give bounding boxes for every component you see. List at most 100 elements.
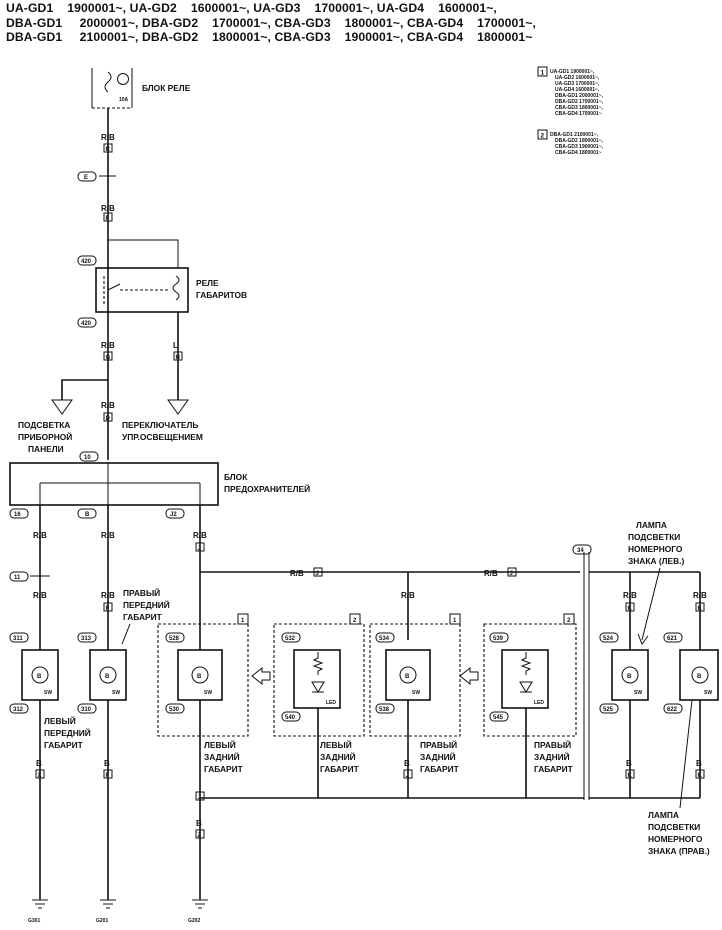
left-rear-led-label-1: ЛЕВЫЙ xyxy=(320,739,352,750)
led-icon xyxy=(519,681,533,693)
lamp-left-rear-sw: 1 528 B SW 530 xyxy=(157,613,249,737)
svg-text:SW: SW xyxy=(112,690,120,696)
connector-tag-420a: 420 xyxy=(81,259,92,265)
lamp-right-front: 313 B SW 310 xyxy=(77,632,127,714)
connector-tag-310: 310 xyxy=(81,707,92,713)
connector-tag-622: 622 xyxy=(667,707,678,713)
dash-light-label-2: ПРИБОРНОЙ xyxy=(18,431,72,442)
arrow-dash-light-icon xyxy=(51,399,73,415)
connector-tag-311: 311 xyxy=(13,636,23,642)
wire-code-5: D xyxy=(106,416,111,422)
note-tag-1-box xyxy=(537,66,548,77)
note-ref-1a: 1 xyxy=(241,618,245,624)
svg-text:B: B xyxy=(627,674,632,680)
left-rear-label-1: ЛЕВЫЙ xyxy=(204,739,236,750)
relay-contact-icon xyxy=(107,276,121,291)
svg-text:LED: LED xyxy=(534,700,544,706)
svg-text:G301: G301 xyxy=(28,918,40,924)
wire-color-b-2: B xyxy=(104,759,110,768)
resistor-icon xyxy=(520,652,532,675)
connector-tag-b: B xyxy=(85,512,90,518)
wire-color-rb-2: R/B xyxy=(101,204,115,213)
wire-code-3: G xyxy=(106,355,111,361)
ground-g201: G201 xyxy=(96,899,116,924)
fuse-block-body xyxy=(9,462,219,506)
fuse-symbol xyxy=(117,73,129,85)
led-icon xyxy=(311,681,325,693)
note2-line-0: DBA-GD1 2100001~, xyxy=(550,132,599,138)
connector-tag-11: 11 xyxy=(14,575,21,581)
side-relay-label-2: ГАБАРИТОВ xyxy=(196,290,247,300)
wire-code-9: F xyxy=(106,606,110,612)
ground-return-wire xyxy=(200,700,584,799)
bulb-icon xyxy=(191,666,209,684)
ground-icon xyxy=(100,899,116,909)
plate-left-label-1: ЛАМПА xyxy=(636,520,667,530)
note1-line-1: UA-GD2 1600001~, xyxy=(555,75,600,81)
side-light-relay: 420 420 РЕЛЕ ГАБАРИТОВ xyxy=(77,239,247,400)
note-tag-1: 1 xyxy=(541,70,545,77)
connector-tag-34: 34 xyxy=(577,548,584,554)
lamp-plate-right: 621 B SW 622 xyxy=(663,632,719,714)
plate-left-label-2: ПОДСВЕТКИ xyxy=(628,532,680,542)
fuse-block-label-2: ПРЕДОХРАНИТЕЛЕЙ xyxy=(224,483,310,494)
alternative-arrow-icon-2 xyxy=(459,666,479,686)
plate-left-label-4: ЗНАКА (ЛЕВ.) xyxy=(628,556,684,566)
ground-icon xyxy=(32,899,48,909)
connector-tag-621: 621 xyxy=(667,636,678,642)
svg-text:B: B xyxy=(405,674,410,680)
svg-text:G202: G202 xyxy=(188,918,200,924)
connector-tag-524: 524 xyxy=(603,636,614,642)
ground-icon xyxy=(192,899,208,909)
wire-code-17: J xyxy=(198,795,201,801)
wire-code-2: F xyxy=(106,216,110,222)
left-front-label-3: ГАБАРИТ xyxy=(44,740,84,750)
right-rear-led-label-2: ЗАДНИЙ xyxy=(534,751,570,762)
dash-light-label-3: ПАНЕЛИ xyxy=(28,444,64,454)
note2-line-3: CBA-GD4 1800001~ xyxy=(555,150,602,156)
wire-color-rb-6: R/B xyxy=(101,531,115,540)
bulb-icon xyxy=(99,666,117,684)
svg-text:E: E xyxy=(84,175,88,181)
connector-tag-420b: 420 xyxy=(81,321,92,327)
wire-color-rb-12: R/B xyxy=(401,591,415,600)
wire-color-b-3: B xyxy=(404,759,410,768)
note-ref-2b: 2 xyxy=(567,618,571,624)
fuse-block: 10 БЛОК ПРЕДОХРАНИТЕЛЕЙ 16 B J2 xyxy=(9,451,310,519)
note-tag-2: 2 xyxy=(541,133,545,140)
wire-color-rb-11: R/B xyxy=(101,591,115,600)
connector-tag-539: 539 xyxy=(493,636,504,642)
connector-tag-525: 525 xyxy=(603,707,614,713)
dash-light-label-1: ПОДСВЕТКА xyxy=(18,420,70,430)
ground-g202: G202 xyxy=(188,899,208,924)
pointer-arrow-icon xyxy=(637,633,649,646)
connector-tag-16: 16 xyxy=(14,512,21,518)
wire-code-8: J xyxy=(510,571,513,577)
wire-color-b-1: B xyxy=(36,759,42,768)
connector-tag-j2: J2 xyxy=(170,512,177,518)
bulb-icon xyxy=(31,666,49,684)
svg-text:LED: LED xyxy=(326,700,336,706)
note1-line-6: CBA-GD3 1800001~, xyxy=(555,105,604,111)
wire-code-4: H xyxy=(176,355,180,361)
fuse-link-icon xyxy=(104,71,112,93)
connector-tag-312: 312 xyxy=(13,707,24,713)
plate-right-label-2: ПОДСВЕТКИ xyxy=(648,822,700,832)
right-front-label-1: ПРАВЫЙ xyxy=(123,587,160,598)
connector-tag-534: 534 xyxy=(379,636,390,642)
note1-line-5: DBA-GD2 1700001~, xyxy=(555,99,604,105)
bulb-icon xyxy=(399,666,417,684)
relay-coil-icon xyxy=(172,275,180,301)
svg-text:SW: SW xyxy=(204,690,212,696)
wire-color-l: L xyxy=(173,341,178,350)
connector-tag-e xyxy=(77,171,97,182)
wire-code-1: R xyxy=(106,147,111,153)
wire-color-rb-13: R/B xyxy=(623,591,637,600)
wire-color-b-4: B xyxy=(626,759,632,768)
model-legend: 1 UA-GD1 1900001~, UA-GD2 1600001~, UA-G… xyxy=(537,66,604,156)
wire-code-12: X xyxy=(38,773,42,779)
relay-body xyxy=(95,267,189,313)
connector-tag-540: 540 xyxy=(285,715,296,721)
right-rear-led-label-1: ПРАВЫЙ xyxy=(534,739,571,750)
svg-text:SW: SW xyxy=(704,690,712,696)
